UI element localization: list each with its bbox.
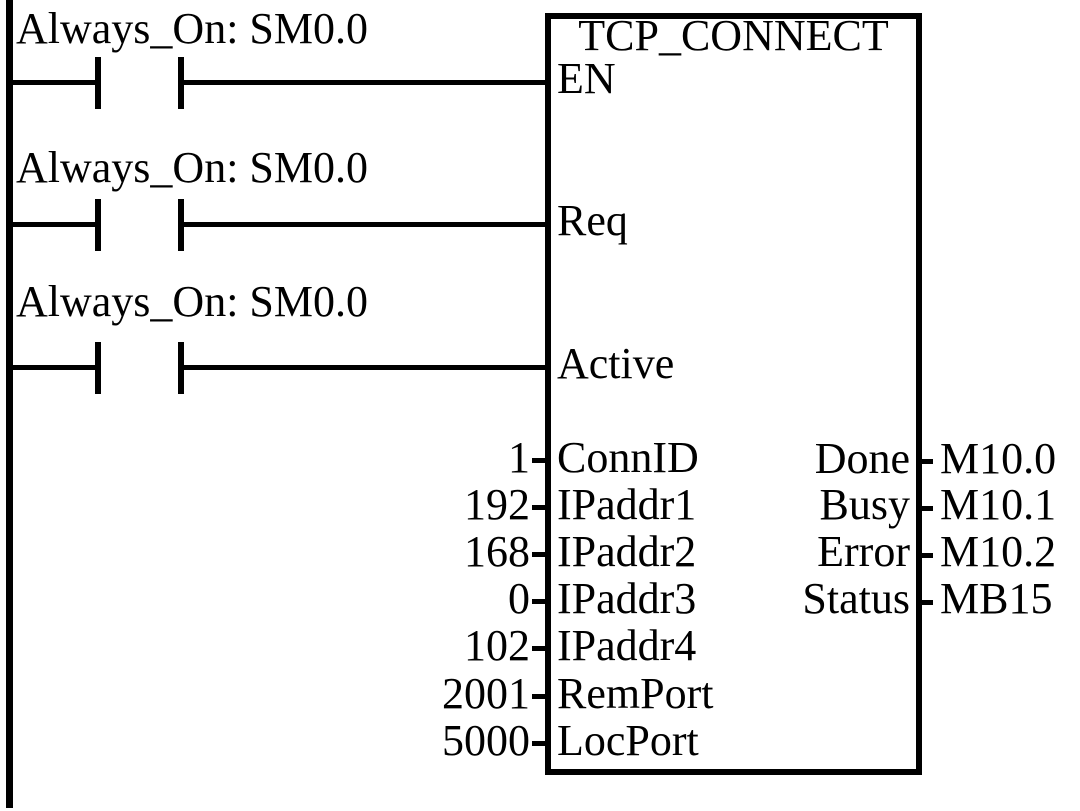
input-pin-tick — [532, 599, 549, 604]
output-pin-operand[interactable]: M10.1 — [940, 480, 1057, 529]
output-pin-operand[interactable]: M10.2 — [940, 527, 1057, 576]
output-pin-tick — [916, 600, 933, 605]
input-pin-value[interactable]: 192 — [464, 480, 530, 529]
output-pin-label: Busy — [819, 480, 910, 529]
output-pin-tick — [916, 506, 933, 511]
rung-wire — [6, 80, 95, 85]
input-pin-label: ConnID — [557, 433, 699, 482]
input-pin-tick — [532, 505, 549, 510]
input-pin-label: IPaddr3 — [557, 574, 697, 623]
rung-wire — [184, 365, 545, 370]
contact-bar — [178, 57, 184, 109]
input-pin-tick — [532, 552, 549, 557]
rung-wire — [6, 365, 95, 370]
rung-operand-label[interactable]: Always_On: SM0.0 — [16, 277, 369, 326]
output-pin-tick — [916, 459, 933, 464]
contact-bar — [178, 342, 184, 394]
contact-bar — [95, 199, 101, 251]
input-pin-tick — [532, 646, 549, 651]
input-pin-label: IPaddr1 — [557, 480, 697, 529]
input-pin-label: EN — [557, 54, 616, 103]
rung-operand-label[interactable]: Always_On: SM0.0 — [16, 143, 369, 192]
function-block-title: TCP_CONNECT — [578, 11, 889, 60]
input-pin-label: IPaddr2 — [557, 527, 697, 576]
input-pin-value[interactable]: 102 — [464, 621, 530, 670]
contact-bar — [95, 342, 101, 394]
rung-operand-label[interactable]: Always_On: SM0.0 — [16, 4, 369, 53]
output-pin-operand[interactable]: M10.0 — [940, 434, 1057, 483]
input-pin-value[interactable]: 0 — [508, 574, 530, 623]
contact-bar — [95, 57, 101, 109]
output-pin-label: Error — [817, 527, 910, 576]
input-pin-label: LocPort — [557, 716, 699, 765]
input-pin-value[interactable]: 5000 — [442, 716, 530, 765]
output-pin-tick — [916, 553, 933, 558]
output-pin-label: Done — [814, 434, 910, 483]
contact-bar — [178, 199, 184, 251]
input-pin-label: Active — [557, 339, 675, 388]
input-pin-value[interactable]: 168 — [464, 527, 530, 576]
output-pin-label: Status — [802, 574, 910, 623]
input-pin-label: RemPort — [557, 669, 714, 718]
rung-wire — [6, 222, 95, 227]
input-pin-label: IPaddr4 — [557, 621, 697, 670]
input-pin-label: Req — [557, 196, 628, 245]
input-pin-tick — [532, 694, 549, 699]
input-pin-value[interactable]: 2001 — [442, 669, 530, 718]
rung-wire — [184, 80, 545, 85]
input-pin-tick — [532, 458, 549, 463]
input-pin-value[interactable]: 1 — [508, 433, 530, 482]
output-pin-operand[interactable]: MB15 — [940, 574, 1053, 623]
input-pin-tick — [532, 741, 549, 746]
power-rail — [6, 0, 13, 808]
rung-wire — [184, 222, 545, 227]
function-block[interactable] — [545, 13, 922, 775]
